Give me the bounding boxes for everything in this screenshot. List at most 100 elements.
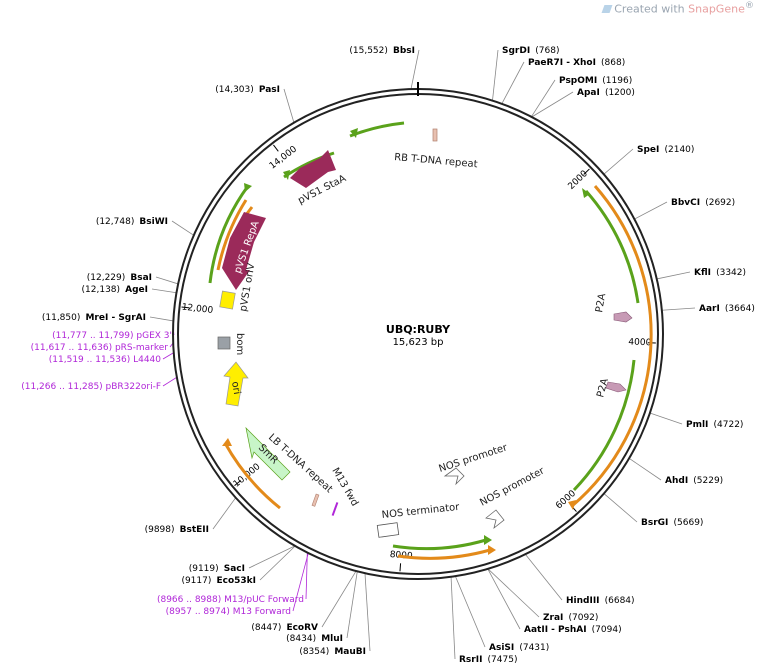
site-position: (9898) [145,525,175,535]
site-leader-pspomi [531,79,556,118]
site-position: (8434) [286,634,316,644]
primer-l4440: (11,519 .. 11,536) L4440 [49,355,162,365]
site-position: (7431) [519,643,549,653]
arc-left-orange-2 [216,199,248,271]
pvs1-repa-arrow [222,212,266,290]
primer-prs-marker: (11,617 .. 11,636) pRS-marker [31,343,169,353]
arrowhead-bottom [484,535,492,545]
site-kfli: KflI (3342) [694,260,746,279]
plasmid-name: UBQ:RUBY [386,323,451,336]
site-name: BsaI [130,273,152,283]
site-leader-ecorv [321,570,357,628]
site-leader-asisi [454,575,486,648]
arc-arrowheads [222,128,590,555]
site-leader-mlui [346,571,358,639]
ori-arrow [223,361,249,407]
site-position: (868) [601,58,625,68]
snapgene-credit: Created with SnapGene® [601,0,754,16]
arrowhead-top [350,128,358,138]
restriction-site-labels: (15,552) BbsI SgrDI (768)PaeR7I - XhoI (8… [42,38,755,665]
site-name: SpeI [637,145,659,155]
primer-leader-pbr322ori-f [162,376,178,387]
site-name: PasI [259,85,280,95]
site-position: (4722) [714,420,744,430]
credit-prefix: Created with [614,2,689,16]
site-position: (6684) [605,596,635,606]
site-name: AsiSI [489,643,514,653]
site-leader-apai [531,91,574,118]
site-leader-maubi [364,573,371,652]
site-leader-kfli [656,271,691,280]
bom-box [217,336,231,350]
nos-terminator-box [376,522,400,538]
feature-arcs [208,121,653,560]
tick-mark [273,144,279,152]
site-pmli: PmlI (4722) [686,412,743,431]
site-bsrgi: BsrGI (5669) [641,510,703,529]
site-leader-bsteii [212,497,237,530]
bom-label: bom [234,333,245,355]
site-bsteii: (9898) BstEII [145,517,209,536]
site-sgrdi: SgrDI (768) [502,38,559,57]
ori-label: ori [229,381,242,396]
site-leader-paer7i-xhoi [501,61,525,104]
site-paer7i-xhoi: PaeR7I - XhoI (868) [528,50,625,69]
nos-promoter-1-shape [443,467,465,486]
arc-left-green [208,185,250,284]
site-position: (3342) [716,268,746,278]
site-name: EcoRV [286,623,318,633]
site-leader-bsrgi [603,493,638,523]
arrowhead-right-orange [568,500,576,510]
site-name: HindIII [566,596,600,606]
site-aatii-pshai: AatII - PshAI (7094) [524,617,622,636]
site-rsrii: RsrII (7475) [459,647,517,665]
site-pspomi: PspOMI (1196) [559,68,632,87]
nos-promoter-2-shape [485,509,505,530]
site-name: KflI [694,268,711,278]
tick-mark [583,168,590,175]
arc-bottom-orange [397,548,491,560]
primer-leader-m13-puc-forward [305,552,308,600]
site-aari: AarI (3664) [699,296,755,315]
site-position: (3664) [725,304,755,314]
site-position: (8447) [251,623,281,633]
nos-terminator-label: NOS terminator [381,502,461,521]
smr-arrow [245,426,291,481]
site-leader-sgrdi [492,49,499,101]
site-asisi: AsiSI (7431) [489,635,549,654]
site-name: AgeI [125,285,148,295]
site-position: (5669) [674,518,704,528]
site-leader-zrai [487,568,540,618]
arc-right-orange [571,185,653,508]
primer-leader-m13-forward [292,552,309,612]
arrowhead-leftbottom [222,438,232,446]
site-name: ApaI [577,88,600,98]
primer-pbr322ori-f: (11,266 .. 11,285) pBR322ori-F [21,382,161,392]
site-leader-bbvci [634,201,668,220]
site-name: BbvCI [671,198,700,208]
site-apai: ApaI (1200) [577,80,635,99]
arrowhead-top-2 [283,170,290,180]
credit-mark: ® [744,0,754,11]
tick-mark [181,306,190,309]
arrowhead-right [582,188,590,198]
site-name: MauBI [334,647,366,657]
site-bsai: (12,229) BsaI [87,265,152,284]
site-leader-ahdi [628,457,662,481]
site-pasi: (14,303) PasI [215,77,280,96]
site-leader-hindiii [525,553,563,601]
nos-promoter-2-label: NOS promoter [478,465,547,509]
site-position: (8354) [299,647,329,657]
site-name: BbsI [393,46,415,56]
site-saci: (9119) SacI [189,556,245,575]
site-name: MreI - SgrAI [85,313,146,323]
site-name: AatII - PshAI [524,625,587,635]
site-name: RsrII [459,655,482,665]
site-name: ZraI [543,613,563,623]
site-name: BsiWI [139,217,168,227]
site-bbsi: (15,552) BbsI [349,38,415,57]
site-leader-bsiwi [171,220,194,236]
site-position: (12,748) [96,217,135,227]
site-name: PaeR7I - XhoI [528,58,596,68]
credit-brand: SnapGene [688,2,745,16]
